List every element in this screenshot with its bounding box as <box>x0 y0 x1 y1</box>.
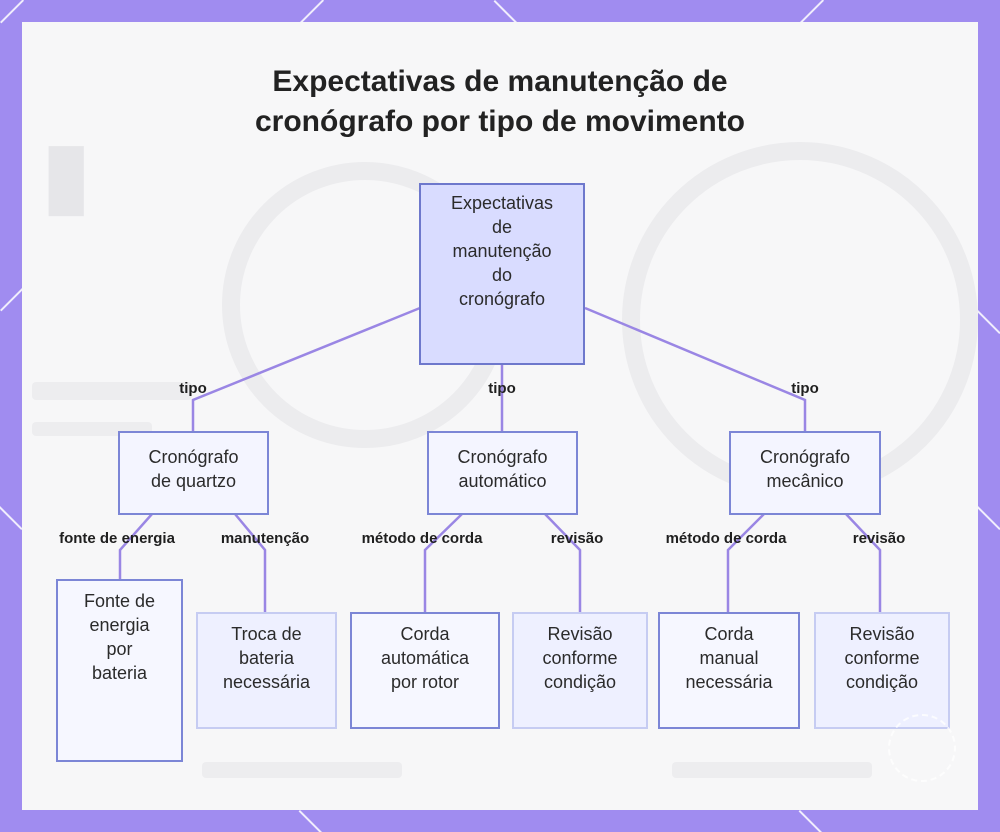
node-mech-wind-line: necessária <box>685 672 773 692</box>
node-quartz-maint: Troca de bateria necessária <box>196 612 337 729</box>
node-auto-service-line: Revisão <box>547 624 613 644</box>
node-root: Expectativas de manutenção do cronógrafo <box>419 183 585 365</box>
node-quartz-power-line: bateria <box>91 663 148 683</box>
node-mechanical-line: Cronógrafo <box>759 447 851 467</box>
node-auto-service-line: condição <box>543 672 617 692</box>
node-mech-wind-line: Corda <box>704 624 754 644</box>
node-quartz-line: Cronógrafo <box>148 447 239 467</box>
node-quartz-power-line: energia <box>89 615 150 635</box>
edge-quartz-maint <box>234 513 267 613</box>
node-auto-wind: Corda automática por rotor <box>350 612 500 729</box>
edge-mech-wind <box>726 513 765 613</box>
edge-label-manutencao: manutenção <box>220 530 310 547</box>
background-bar <box>202 762 402 778</box>
title-line-2: cronógrafo por tipo de movimento <box>254 105 745 138</box>
node-root-line: de <box>491 217 513 237</box>
edge-label-revisao-mech: revisão <box>852 530 906 547</box>
node-automatic-line: automático <box>458 471 547 491</box>
node-quartz-maint-line: bateria <box>238 648 295 668</box>
edge-quartz-power <box>118 513 153 580</box>
node-auto-wind-line: Corda <box>400 624 450 644</box>
decorative-seal <box>888 714 956 782</box>
node-mech-wind-line: manual <box>699 648 759 668</box>
node-automatic: Cronógrafo automático <box>427 431 578 515</box>
edge-root-quartz <box>191 306 421 432</box>
background-shape: ▮ <box>42 124 91 223</box>
node-quartz-power-line: Fonte de <box>83 591 156 611</box>
node-quartz-maint-line: Troca de <box>231 624 302 644</box>
node-root-line: Expectativas <box>450 193 554 213</box>
edge-label-fonte-energia: fonte de energia <box>59 530 175 547</box>
node-mechanical-line: mecânico <box>766 471 844 491</box>
node-root-line: cronógrafo <box>458 289 546 309</box>
node-automatic-line: Cronógrafo <box>457 447 548 467</box>
edge-label-revisao-auto: revisão <box>550 530 604 547</box>
node-auto-wind-line: automática <box>380 648 470 668</box>
edge-root-mechanical <box>584 306 807 432</box>
edge-label-tipo-right: tipo <box>791 380 819 397</box>
edge-auto-wind <box>423 513 463 613</box>
node-mech-wind: Corda manual necessária <box>658 612 800 729</box>
title-line-1: Expectativas de manutenção de <box>272 65 728 98</box>
node-quartz-maint-line: necessária <box>222 672 311 692</box>
node-mech-service: Revisão conforme condição <box>814 612 950 729</box>
edge-label-metodo-corda-auto: método de corda <box>361 530 483 547</box>
node-mech-service-line: conforme <box>844 648 920 668</box>
node-auto-service-line: conforme <box>542 648 618 668</box>
node-root-line: do <box>491 265 513 285</box>
node-mech-service-line: Revisão <box>849 624 915 644</box>
background-bar <box>672 762 872 778</box>
node-quartz-power: Fonte de energia por bateria <box>56 579 183 762</box>
node-root-line: manutenção <box>452 241 552 261</box>
node-quartz-power-line: por <box>106 639 133 659</box>
edge-label-tipo-left: tipo <box>179 380 207 397</box>
node-quartz-line: de quartzo <box>150 471 237 491</box>
node-mechanical: Cronógrafo mecânico <box>729 431 881 515</box>
page-title: Expectativas de manutenção de cronógrafo… <box>0 62 1000 142</box>
node-mech-service-line: condição <box>845 672 919 692</box>
edge-auto-service <box>544 513 582 613</box>
node-auto-service: Revisão conforme condição <box>512 612 648 729</box>
background-bar <box>32 382 192 400</box>
node-quartz: Cronógrafo de quartzo <box>118 431 269 515</box>
edge-label-tipo-center: tipo <box>488 380 516 397</box>
node-auto-wind-line: por rotor <box>390 672 460 692</box>
edge-mech-service <box>845 513 882 613</box>
edge-label-metodo-corda-mech: método de corda <box>665 530 787 547</box>
